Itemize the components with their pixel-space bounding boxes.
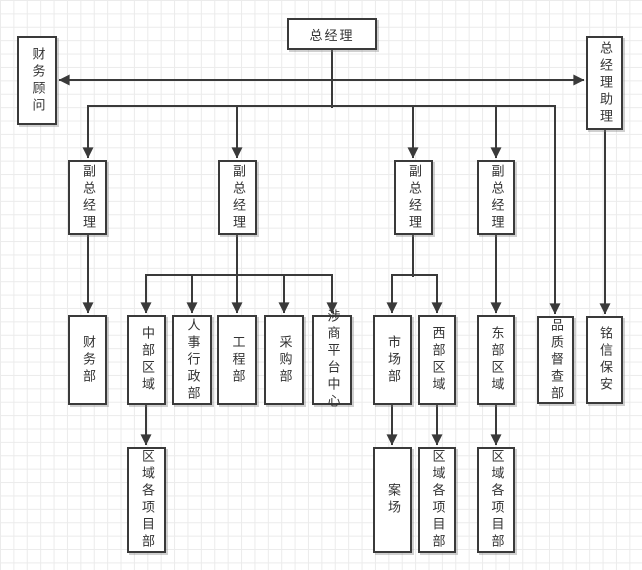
org-node-label: 市场部 [385,334,400,386]
org-node-label: 西部区域 [429,326,445,394]
org-node-procurement-dept: 采购部 [264,315,304,405]
org-node-finance-dept: 财务部 [68,315,107,405]
org-node-label: 案场 [385,483,400,517]
org-node-west-project-depts: 区域各项目部 [418,447,456,553]
org-node-engineering-dept: 工程部 [217,315,257,405]
org-node-finance-advisor: 财务顾问 [17,36,57,125]
org-node-label: 副总经理 [80,163,95,232]
org-node-deputy-gm-1: 副总经理 [68,160,107,235]
org-node-label: 财务顾问 [29,46,45,115]
org-node-central-region: 中部区域 [127,315,166,405]
org-node-quality-dept: 品质督查部 [537,316,574,404]
org-node-label: 人事行政部 [184,317,200,403]
org-node-label: 区域各项目部 [139,449,154,551]
org-node-deputy-gm-2: 副总经理 [218,160,257,235]
org-node-label: 品质督查部 [548,317,563,403]
org-node-deputy-gm-4: 副总经理 [477,160,515,235]
org-node-sales-site: 案场 [373,447,412,553]
org-node-west-region: 西部区域 [418,315,456,405]
org-node-marketing-dept: 市场部 [373,315,412,405]
org-node-label: 东部区域 [488,326,504,394]
org-node-label: 中部区域 [139,326,154,394]
org-node-east-project-depts: 区域各项目部 [477,447,515,553]
org-node-platform-center: 涉商平台中心 [312,309,352,411]
org-node-label: 区域各项目部 [488,449,504,551]
org-node-label: 采购部 [276,334,292,386]
org-node-label: 副总经理 [406,163,421,232]
org-node-east-region: 东部区域 [477,315,515,405]
org-node-general-manager: 总经理 [287,18,377,50]
org-node-deputy-gm-3: 副总经理 [394,160,433,235]
org-node-label: 区域各项目部 [429,449,445,551]
org-node-label: 总经理 [309,28,355,44]
org-node-mingxin-security: 铭信保安 [586,316,623,404]
org-node-label: 副总经理 [230,163,245,232]
org-node-central-project-depts: 区域各项目部 [127,447,166,553]
org-node-label: 财务部 [80,334,95,386]
org-node-label: 涉商平台中心 [324,309,340,411]
org-node-hr-admin-dept: 人事行政部 [172,315,212,405]
org-node-label: 总经理助理 [597,40,612,126]
org-node-label: 铭信保安 [597,326,612,394]
org-node-gm-assistant: 总经理助理 [586,36,623,130]
org-node-label: 副总经理 [488,163,504,232]
org-node-label: 工程部 [229,334,245,386]
